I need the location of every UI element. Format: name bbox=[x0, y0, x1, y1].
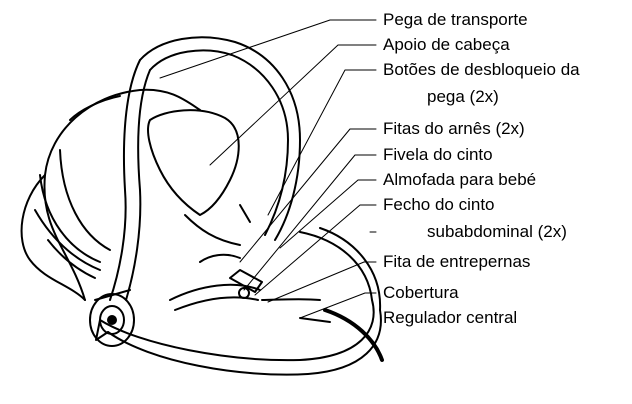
label-infant-cushion: Almofada para bebé bbox=[383, 170, 537, 189]
label-central-adjuster: Regulador central bbox=[383, 308, 518, 327]
label-handle-release-buttons-cont: pega (2x) bbox=[427, 87, 499, 106]
label-buckle: Fivela do cinto bbox=[383, 145, 493, 164]
carry-handle-shape bbox=[109, 36, 301, 301]
central-adjuster-strap bbox=[323, 308, 384, 362]
head-support-shape bbox=[147, 109, 251, 246]
label-cover: Cobertura bbox=[383, 283, 459, 302]
seat-shell bbox=[20, 88, 382, 376]
label-handle-release-buttons: Botões de desbloqueio da bbox=[383, 60, 580, 79]
label-head-support: Apoio de cabeça bbox=[383, 35, 510, 54]
canopy-lines bbox=[34, 95, 121, 279]
harness-shape bbox=[169, 253, 331, 323]
label-lap-belt-clip: Fecho do cinto bbox=[383, 195, 495, 214]
label-harness-straps: Fitas do arnês (2x) bbox=[383, 119, 525, 138]
leader-lines bbox=[159, 19, 377, 319]
label-crotch-strap: Fita de entrepernas bbox=[383, 252, 531, 271]
label-carry-handle: Pega de transporte bbox=[383, 10, 528, 29]
handle-pivot-shape bbox=[89, 289, 135, 347]
label-lap-belt-clip-cont: subabdominal (2x) bbox=[427, 222, 567, 241]
